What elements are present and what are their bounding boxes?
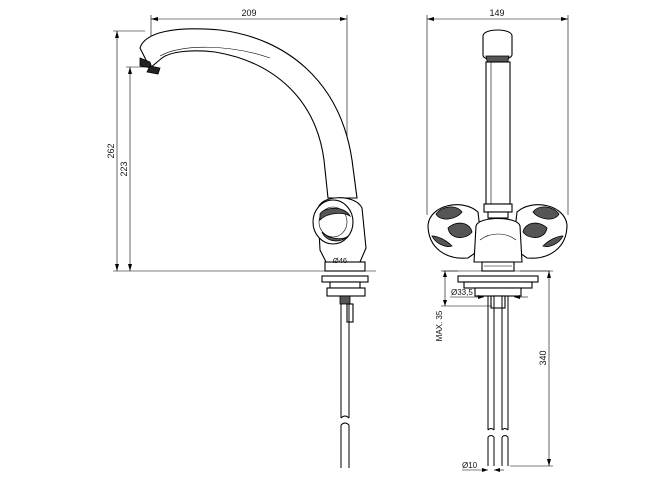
side-view: 209 262 223 [106, 8, 376, 468]
dim-tube-10: Ø10 [462, 461, 504, 472]
dim-label-223: 223 [119, 161, 129, 176]
dim-label-max-35: MAX. 35 [435, 310, 444, 341]
dim-label-10: Ø10 [462, 461, 478, 470]
dim-label-340: 340 [538, 350, 548, 365]
spout-side [139, 28, 358, 199]
spout-front [482, 29, 513, 219]
dim-label-33-5: Ø33,5 [451, 288, 473, 297]
handle-side [312, 197, 367, 263]
base-side: Ø46 [321, 256, 369, 323]
dim-label-209: 209 [241, 8, 256, 18]
dim-max-35: MAX. 35 [435, 270, 492, 341]
dim-width-149: 149 [426, 8, 569, 215]
dim-label-149: 149 [489, 8, 504, 18]
tubes-front [487, 296, 509, 466]
base-front [457, 261, 539, 309]
dim-hole-33-5: Ø33,5 [450, 288, 528, 299]
body-front [473, 217, 523, 263]
dim-height-262: 262 [106, 30, 145, 271]
handle-right-front [512, 204, 568, 259]
dim-height-223: 223 [119, 66, 145, 271]
handle-left-front [427, 204, 483, 259]
tube-side [340, 304, 350, 468]
dim-label-46: Ø46 [333, 256, 347, 265]
front-view: 149 [426, 8, 569, 472]
dim-length-340: 340 [510, 270, 553, 467]
dim-label-262: 262 [106, 143, 116, 158]
